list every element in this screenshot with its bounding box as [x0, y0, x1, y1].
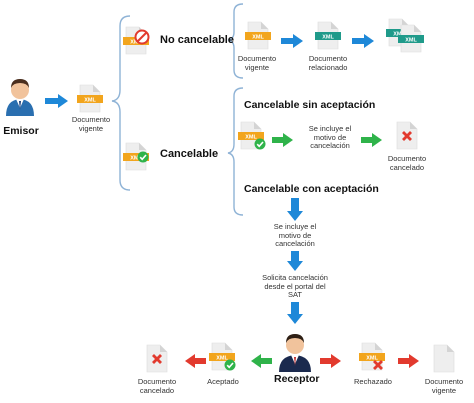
cancelable-bracket [227, 87, 244, 216]
sa-cancelled-doc-icon [396, 121, 418, 150]
arrow-to-accepted [251, 354, 272, 368]
emisor-person-icon [6, 79, 34, 116]
no-cancelable-bracket [227, 3, 244, 79]
emisor-label: Emisor [3, 125, 39, 137]
nc-doc-relacionado-icon [315, 21, 341, 50]
nc-doc-vigente-icon [245, 21, 271, 50]
accepted-cancelled-doc-icon [146, 344, 168, 373]
sa-document-icon [238, 121, 267, 151]
cancelable-label: Cancelable [160, 148, 219, 160]
arrow-sa-1 [272, 133, 293, 147]
arrow-nc-2 [352, 34, 374, 48]
sin-aceptacion-title: Cancelable sin aceptación [244, 99, 376, 111]
arrow-sa-2 [361, 133, 382, 147]
receptor-label: Receptor [274, 373, 320, 385]
arrow-to-vigente [398, 354, 419, 368]
rejected-vigente-doc-icon [433, 344, 455, 373]
receptor-person-icon [279, 334, 311, 372]
arrow-ca-1 [287, 198, 303, 221]
rejected-doc-icon [359, 342, 385, 371]
emisor-document-icon [77, 84, 103, 113]
accepted-label: Aceptado [207, 377, 239, 386]
main-bracket [111, 15, 131, 191]
arrow-ca-3 [287, 302, 303, 324]
con-aceptacion-title: Cancelable con aceptación [244, 183, 379, 195]
arrow-to-cancelled [185, 354, 206, 368]
rejected-label: Rechazado [354, 377, 392, 386]
no-cancelable-document-icon [123, 26, 150, 55]
arrow-nc-1 [281, 34, 303, 48]
arrow-emisor-to-doc [45, 94, 68, 108]
arrow-to-rejected [320, 354, 341, 368]
accepted-doc-icon [209, 342, 237, 372]
nc-doc-stack-icon [386, 18, 424, 53]
arrow-ca-2 [287, 251, 303, 271]
cancelable-document-icon [123, 142, 150, 171]
no-cancelable-label: No cancelable [160, 34, 234, 46]
